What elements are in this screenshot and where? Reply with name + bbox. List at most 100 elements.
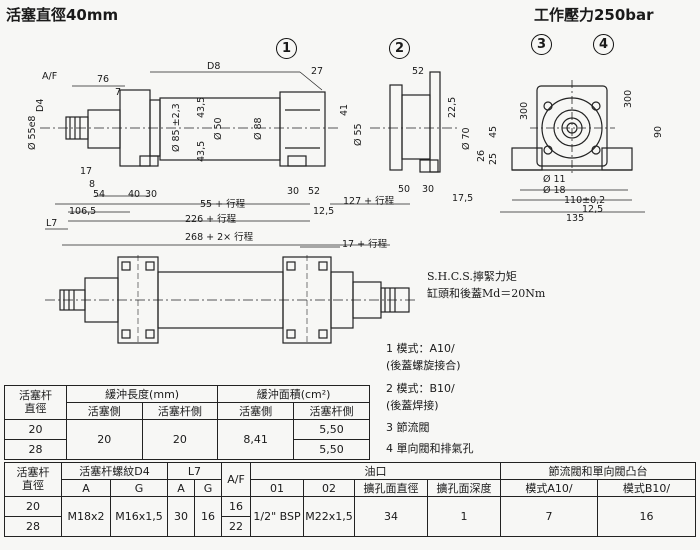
- t2-sub-01: 01: [250, 479, 304, 497]
- dim-435b: 43,5: [196, 140, 207, 162]
- t1-row2-rod: 28: [4, 439, 67, 460]
- dim-226-stroke: 226 + 行程: [185, 214, 237, 225]
- dim-52b: 52: [412, 66, 425, 77]
- dim-25: 25: [488, 152, 499, 165]
- dim-54: 54: [93, 189, 106, 200]
- t1-sub-piston-side-2: 活塞側: [217, 402, 295, 420]
- dim-17a: 17: [80, 166, 93, 177]
- dim-d55: Ø 55: [353, 123, 364, 146]
- t2-sub-g2: G: [194, 479, 222, 497]
- dim-26: 26: [476, 149, 487, 162]
- callout-1: 1: [276, 38, 297, 59]
- legend-item-1-note: (後蓋螺旋接合): [386, 359, 461, 372]
- dim-8: 8: [89, 179, 96, 190]
- t2-valve-a10: 7: [500, 496, 598, 537]
- bore-title: 活塞直徑40mm: [6, 6, 119, 24]
- dim-127-stroke: 127 + 行程: [343, 196, 395, 207]
- t1-header-rod: 活塞杆直徑: [4, 385, 67, 420]
- dim-d4: D4: [35, 98, 46, 112]
- t2-header-port: 油口: [250, 462, 501, 480]
- torque-note-line2: 缸頭和後蓋Md＝20Nm: [427, 287, 546, 300]
- dim-175: 17,5: [452, 193, 474, 204]
- callout-3: 3: [531, 34, 552, 55]
- t2-row1-rod: 20: [4, 496, 62, 517]
- torque-note-line1: S.H.C.S.擰緊力矩: [427, 270, 517, 283]
- dim-76: 76: [97, 74, 110, 85]
- dim-7: 7: [115, 87, 122, 98]
- dim-435a: 43,5: [196, 96, 207, 118]
- dim-300a: 300: [519, 101, 530, 120]
- callout-2: 2: [389, 38, 410, 59]
- t2-sub-cb-dia: 擴孔面直徑: [354, 479, 428, 497]
- dim-d18: Ø 18: [543, 185, 566, 196]
- dim-52a: 52: [308, 186, 321, 197]
- dim-30c: 30: [422, 184, 435, 195]
- t1-area-piston: 8,41: [217, 419, 295, 460]
- dim-af: A/F: [42, 71, 58, 82]
- dim-17-stroke: 17 + 行程: [342, 239, 388, 250]
- dim-d50: Ø 50: [213, 117, 224, 140]
- t2-l7-g: 16: [194, 496, 222, 537]
- dim-268-stroke: 268 + 2× 行程: [185, 232, 254, 243]
- t2-thread-a: M18x2: [61, 496, 111, 537]
- t2-header-l7: L7: [167, 462, 222, 480]
- dim-300b: 300: [623, 89, 634, 108]
- t1-area-rod-1: 5,50: [293, 419, 370, 440]
- cushion-table: 活塞杆直徑 緩沖長度(mm) 緩沖面積(cm²) 活塞側 活塞杆側 活塞側 活塞…: [4, 385, 370, 460]
- t2-port-02: M22x1,5: [303, 496, 355, 537]
- t1-header-cushion-area: 緩沖面積(cm²): [217, 385, 370, 403]
- dim-40: 40: [128, 189, 141, 200]
- dim-1065: 106,5: [69, 206, 97, 217]
- t2-row2-rod: 28: [4, 516, 62, 537]
- t2-l7-a: 30: [167, 496, 195, 537]
- rod-gland: [87, 109, 121, 149]
- dim-30a: 30: [145, 189, 158, 200]
- dim-l7: L7: [46, 218, 58, 229]
- t2-thread-g: M16x1,5: [110, 496, 168, 537]
- t1-len-rod: 20: [141, 419, 219, 460]
- t1-len-piston: 20: [65, 419, 143, 460]
- thread-port-table: 活塞杆直徑 活塞杆螺紋D4 L7 A/F 油口 節流閥和單向閥凸台 A G A …: [4, 462, 696, 537]
- t2-sub-g1: G: [110, 479, 168, 497]
- dim-125a: 12,5: [313, 206, 335, 217]
- legend-item-4: 4 單向閥和排氣孔: [386, 442, 474, 455]
- legend-item-3: 3 節流閥: [386, 421, 430, 434]
- dim-90: 90: [653, 125, 664, 138]
- dim-d8: D8: [207, 61, 221, 72]
- t2-cb-dia: 34: [354, 496, 428, 537]
- t2-sub-a1: A: [61, 479, 111, 497]
- dim-110: 110±0,2: [564, 195, 606, 206]
- t1-area-rod-2: 5,50: [293, 439, 370, 460]
- t1-sub-rod-side-2: 活塞杆側: [293, 402, 370, 420]
- t2-af-2: 22: [221, 516, 251, 537]
- t2-cb-depth: 1: [427, 496, 501, 537]
- t1-header-cushion-length: 緩沖長度(mm): [65, 385, 219, 403]
- t1-sub-rod-side: 活塞杆側: [141, 402, 219, 420]
- t2-sub-02: 02: [303, 479, 355, 497]
- dim-135: 135: [566, 213, 585, 224]
- t2-sub-b10: 模式B10/: [597, 479, 696, 497]
- dim-d70: Ø 70: [461, 127, 472, 150]
- cylinder-cap: [279, 91, 326, 167]
- dim-d85: Ø 85 ±2,3: [171, 103, 182, 152]
- dim-d55e8: Ø 55e8: [27, 115, 38, 150]
- dim-55-stroke: 55 + 行程: [200, 199, 246, 210]
- dim-d11: Ø 11: [543, 174, 566, 185]
- dim-41: 41: [339, 103, 350, 116]
- t2-header-valve: 節流閥和單向閥凸台: [500, 462, 696, 480]
- dim-225: 22,5: [447, 96, 458, 118]
- t2-header-thread: 活塞杆螺紋D4: [61, 462, 168, 480]
- t2-valve-b10: 16: [597, 496, 696, 537]
- t2-af-1: 16: [221, 496, 251, 517]
- dim-27: 27: [311, 66, 324, 77]
- t2-header-af: A/F: [221, 462, 251, 497]
- t2-sub-a10: 模式A10/: [500, 479, 598, 497]
- dim-125b: 12,5: [582, 204, 604, 215]
- callout-4: 4: [593, 34, 614, 55]
- legend-item-1: 1 模式：A10/: [386, 342, 455, 355]
- t2-header-rod: 活塞杆直徑: [4, 462, 62, 497]
- t2-port-01: 1/2" BSP: [250, 496, 304, 537]
- dim-50b: 50: [398, 184, 411, 195]
- legend-item-2: 2 模式：B10/: [386, 382, 455, 395]
- t1-row1-rod: 20: [4, 419, 67, 440]
